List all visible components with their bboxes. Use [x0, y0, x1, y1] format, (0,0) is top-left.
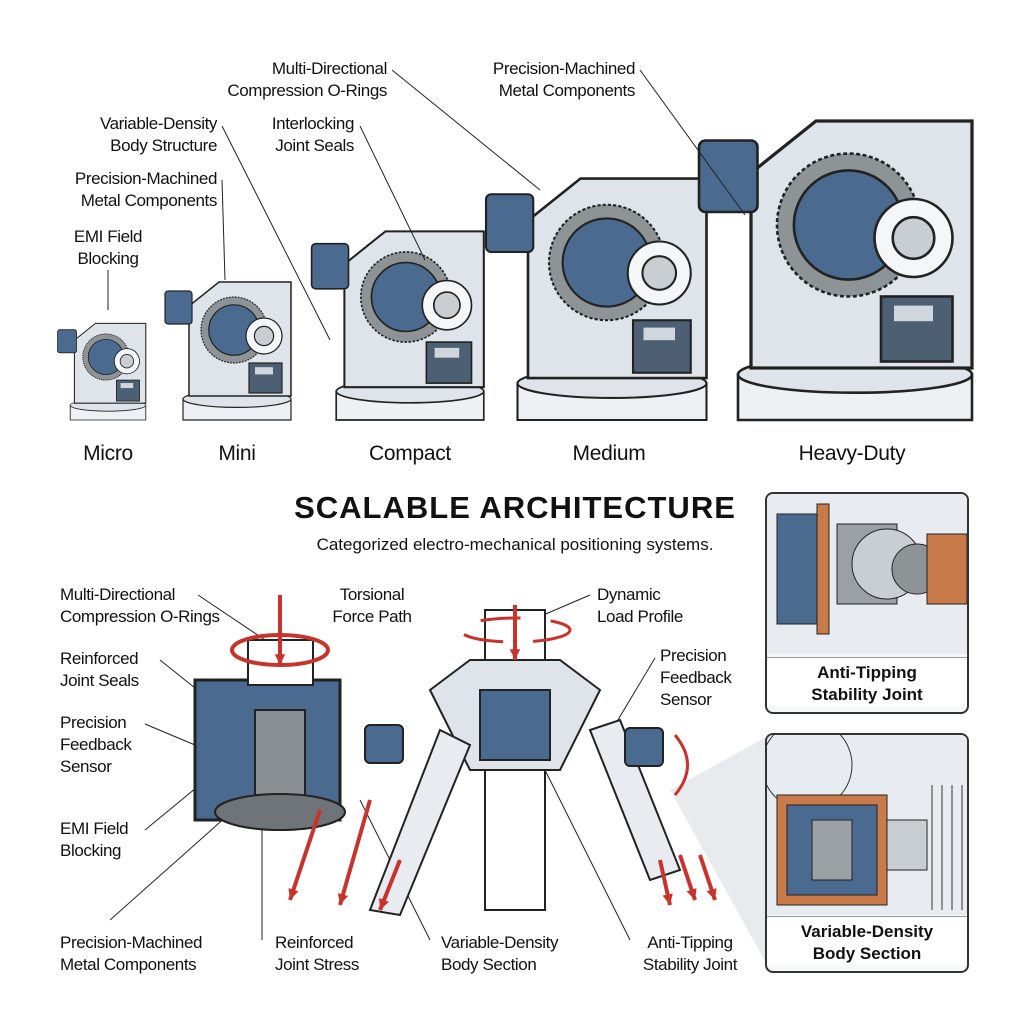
- gear-icon: [214, 793, 346, 831]
- size-label-mini: Mini: [218, 442, 256, 465]
- page-subtitle: Categorized electro-mechanical positioni…: [316, 535, 714, 554]
- display-icon: [643, 327, 675, 341]
- bearing-core: [119, 354, 135, 369]
- arrowhead-icon: [686, 888, 697, 900]
- motor-block: [164, 290, 193, 325]
- leader-line: [391, 69, 541, 191]
- device-mini: [164, 281, 292, 421]
- right-leg: [588, 718, 682, 882]
- display-icon: [120, 383, 134, 389]
- bearing-core: [432, 291, 461, 320]
- device-heavy-duty: [697, 119, 974, 422]
- leader-line: [359, 125, 426, 261]
- size-label-medium: Medium: [572, 442, 646, 465]
- leader-line: [639, 69, 746, 216]
- torsion-arrow-icon: [458, 616, 572, 644]
- device-medium: [484, 177, 708, 422]
- arrowhead-icon: [662, 893, 673, 905]
- rotation-arrow-icon: [673, 734, 689, 796]
- bearing-core: [253, 325, 275, 347]
- leader-line: [144, 723, 196, 746]
- display-icon: [434, 347, 460, 358]
- motor-block: [57, 329, 77, 354]
- bearing-core: [891, 215, 936, 261]
- device-micro: [57, 322, 147, 421]
- arrowhead-icon: [509, 649, 521, 660]
- zoom-projection: [670, 735, 770, 970]
- arrowhead-icon: [379, 898, 389, 910]
- leader-line: [197, 594, 266, 641]
- arrowhead-icon: [337, 893, 348, 905]
- motor-block: [310, 242, 350, 290]
- torsion-arrow-icon: [230, 633, 330, 667]
- size-label-compact: Compact: [369, 442, 451, 465]
- leader-line: [221, 179, 226, 281]
- motor-block: [484, 193, 535, 254]
- inset-cutaway-illustration: [767, 494, 967, 654]
- page-title: SCALABLE ARCHITECTURE: [294, 490, 736, 525]
- display-icon: [255, 367, 273, 375]
- inset-cutaway-illustration: [767, 735, 967, 915]
- display-icon: [894, 305, 933, 322]
- size-label-heavy-duty: Heavy-Duty: [798, 442, 906, 465]
- bearing-core: [641, 255, 678, 291]
- force-arrow: [338, 799, 372, 906]
- shaft: [254, 709, 306, 801]
- arrowhead-icon: [288, 888, 299, 900]
- control-panel: [879, 295, 954, 363]
- center-core: [479, 689, 551, 761]
- motor-block: [697, 139, 759, 214]
- left-clamp: [364, 724, 404, 764]
- force-arrow: [288, 809, 322, 901]
- center-column: [484, 769, 546, 911]
- right-clamp: [624, 727, 664, 767]
- leader-line: [221, 125, 331, 341]
- arrowhead-icon: [274, 654, 286, 665]
- device-compact: [310, 230, 485, 421]
- size-label-micro: Micro: [83, 442, 133, 465]
- leader-line: [544, 769, 631, 941]
- arrowhead-icon: [706, 888, 717, 900]
